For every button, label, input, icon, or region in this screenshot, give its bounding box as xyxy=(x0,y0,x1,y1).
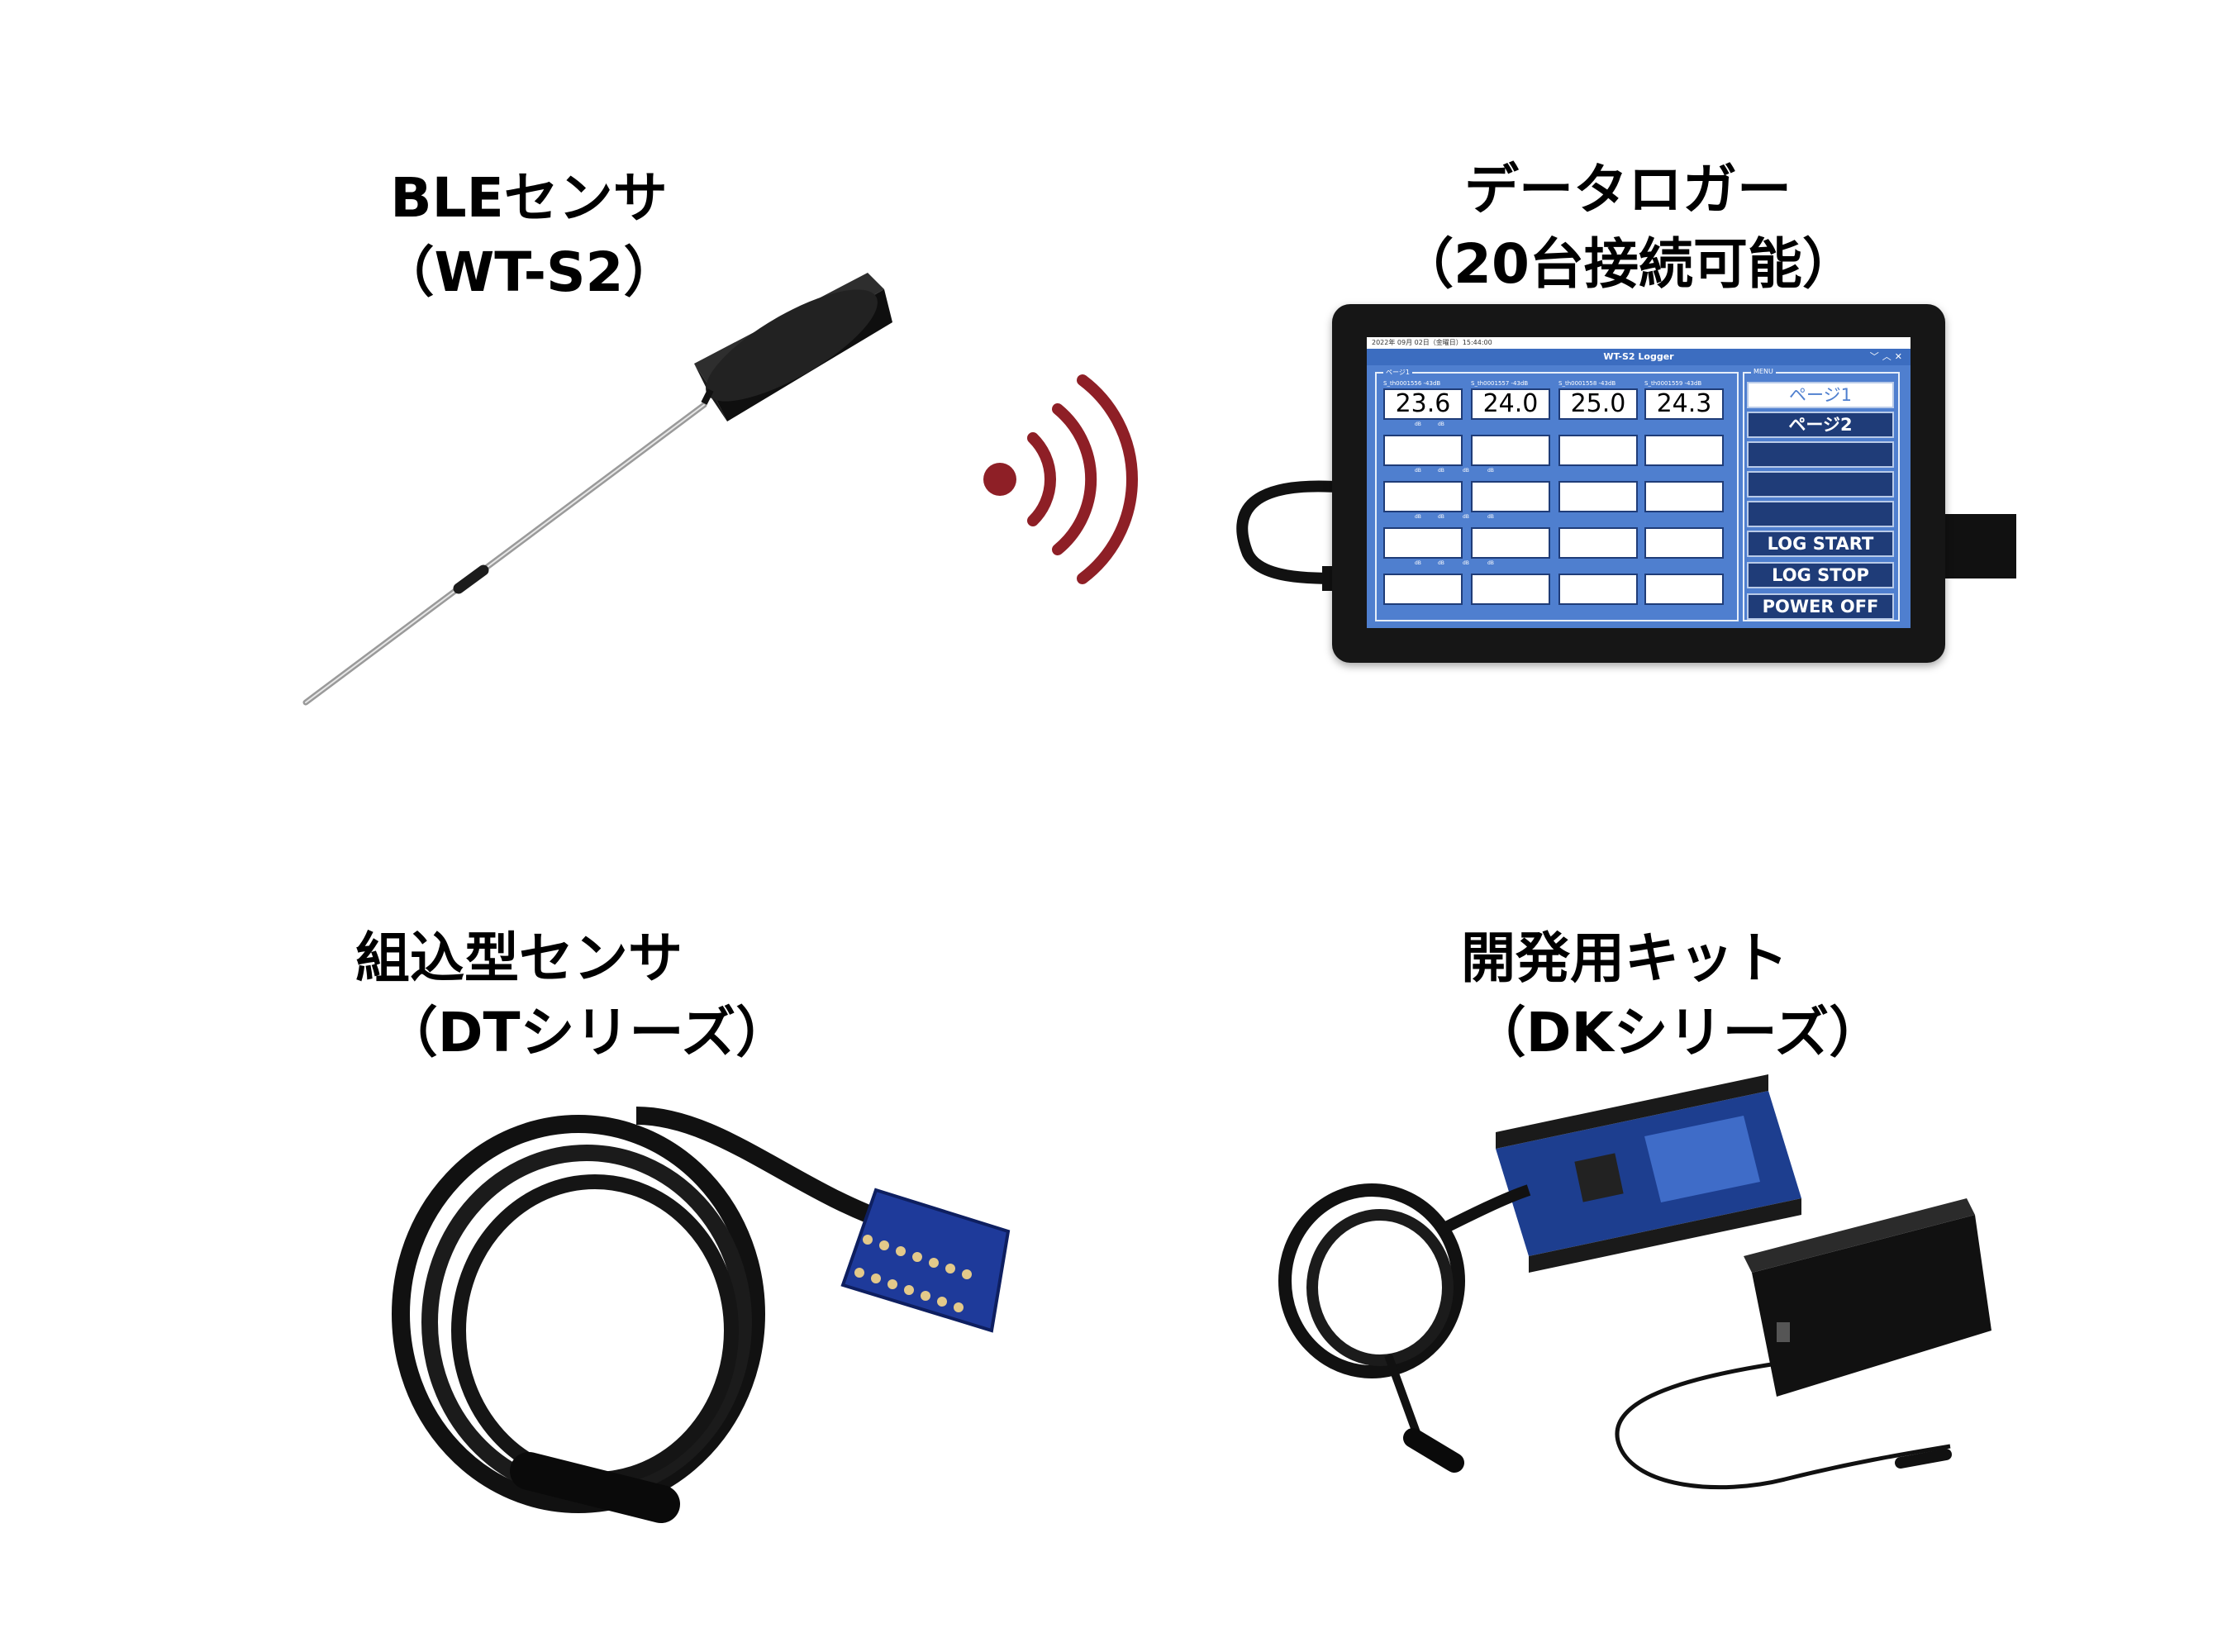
sensor-value-cell[interactable]: 24.3 xyxy=(1644,388,1724,420)
menu-blank-button[interactable] xyxy=(1747,441,1894,468)
ble-sensor-title: BLEセンサ （WT-S2） xyxy=(355,161,702,310)
db-label: dB xyxy=(1438,468,1444,474)
data-logger-name: データロガー xyxy=(1464,158,1792,221)
menu-blank-button[interactable] xyxy=(1747,501,1894,527)
page1-button[interactable]: ページ1 xyxy=(1747,382,1894,408)
db-label: dB xyxy=(1415,421,1421,427)
sensor-value-cell[interactable] xyxy=(1558,481,1638,512)
page-group-label: ページ1 xyxy=(1383,368,1412,377)
power-off-button[interactable]: POWER OFF xyxy=(1747,593,1894,620)
db-label: dB xyxy=(1415,560,1421,566)
menu-group-box xyxy=(1743,372,1900,621)
sensor-value-cell[interactable] xyxy=(1558,527,1638,559)
app-title-bar: WT-S2 Logger xyxy=(1367,349,1911,365)
sensor-header-3: S_th0001558 -43dB xyxy=(1558,380,1616,387)
sensor-value-cell[interactable] xyxy=(1383,527,1463,559)
ble-sensor-model: （WT-S2） xyxy=(379,240,678,304)
log-start-button[interactable]: LOG START xyxy=(1747,531,1894,557)
embedded-sensor-series: （DTシリーズ） xyxy=(383,1001,791,1064)
page2-button[interactable]: ページ2 xyxy=(1747,412,1894,438)
sensor-value-cell[interactable] xyxy=(1644,481,1724,512)
status-bar: 2022年 09月 02日（金曜日）15:44:00 xyxy=(1367,337,1911,349)
sensor-value-cell[interactable] xyxy=(1558,435,1638,466)
sensor-header-2: S_th0001557 -43dB xyxy=(1471,380,1529,387)
db-label: dB xyxy=(1463,560,1469,566)
sensor-value-cell[interactable] xyxy=(1471,435,1550,466)
sensor-value-cell[interactable]: 24.0 xyxy=(1471,388,1550,420)
db-label: dB xyxy=(1463,468,1469,474)
sensor-value-cell[interactable] xyxy=(1383,435,1463,466)
sensor-value-cell[interactable]: 25.0 xyxy=(1558,388,1638,420)
window-controls[interactable]: ﹀︿✕ xyxy=(1869,351,1906,362)
menu-group-label: MENU xyxy=(1751,368,1776,375)
devkit-series: （DKシリーズ） xyxy=(1471,1001,1884,1064)
menu-blank-button[interactable] xyxy=(1747,471,1894,498)
sensor-value-cell[interactable] xyxy=(1644,435,1724,466)
logger-side-connector xyxy=(1934,514,2016,578)
db-label: dB xyxy=(1415,514,1421,520)
devkit-title: 開発用キット （DKシリーズ） xyxy=(1421,921,1934,1070)
sensor-value-cell[interactable] xyxy=(1471,527,1550,559)
page-group-box xyxy=(1375,372,1739,621)
devkit-name: 開発用キット xyxy=(1461,926,1788,990)
sensor-value-cell[interactable] xyxy=(1383,481,1463,512)
db-label: dB xyxy=(1463,514,1469,520)
sensor-value-cell[interactable] xyxy=(1644,574,1724,605)
ble-sensor-image xyxy=(302,273,892,706)
log-stop-button[interactable]: LOG STOP xyxy=(1747,562,1894,588)
sensor-header-4: S_th0001559 -43dB xyxy=(1644,380,1702,387)
db-label: dB xyxy=(1415,468,1421,474)
db-label: dB xyxy=(1487,560,1494,566)
db-label: dB xyxy=(1438,514,1444,520)
sensor-header-1: S_th0001556 -43dB xyxy=(1383,380,1441,387)
db-label: dB xyxy=(1438,560,1444,566)
embedded-sensor-image xyxy=(392,1107,1011,1523)
embedded-sensor-title: 組込型センサ （DTシリーズ） xyxy=(355,921,818,1070)
db-label: dB xyxy=(1487,514,1494,520)
devkit-image xyxy=(1278,1074,1991,1490)
data-logger-title: データロガー （20台接続可能） xyxy=(1397,153,1859,302)
db-label: dB xyxy=(1487,468,1494,474)
ble-sensor-name: BLEセンサ xyxy=(390,166,668,230)
sensor-value-cell[interactable] xyxy=(1383,574,1463,605)
logger-screen: 2022年 09月 02日（金曜日）15:44:00 WT-S2 Logger … xyxy=(1367,337,1911,628)
sensor-value-cell[interactable] xyxy=(1644,527,1724,559)
sensor-value-cell[interactable]: 23.6 xyxy=(1383,388,1463,420)
sensor-value-cell[interactable] xyxy=(1471,574,1550,605)
sensor-value-cell[interactable] xyxy=(1558,574,1638,605)
data-logger-capacity: （20台接続可能） xyxy=(1399,232,1857,296)
db-label: dB xyxy=(1438,421,1444,427)
data-logger-tablet: 2022年 09月 02日（金曜日）15:44:00 WT-S2 Logger … xyxy=(1332,304,1945,663)
sensor-value-cell[interactable] xyxy=(1471,481,1550,512)
wireless-signal-icon xyxy=(983,374,1138,584)
embedded-sensor-name: 組込型センサ xyxy=(355,926,683,990)
